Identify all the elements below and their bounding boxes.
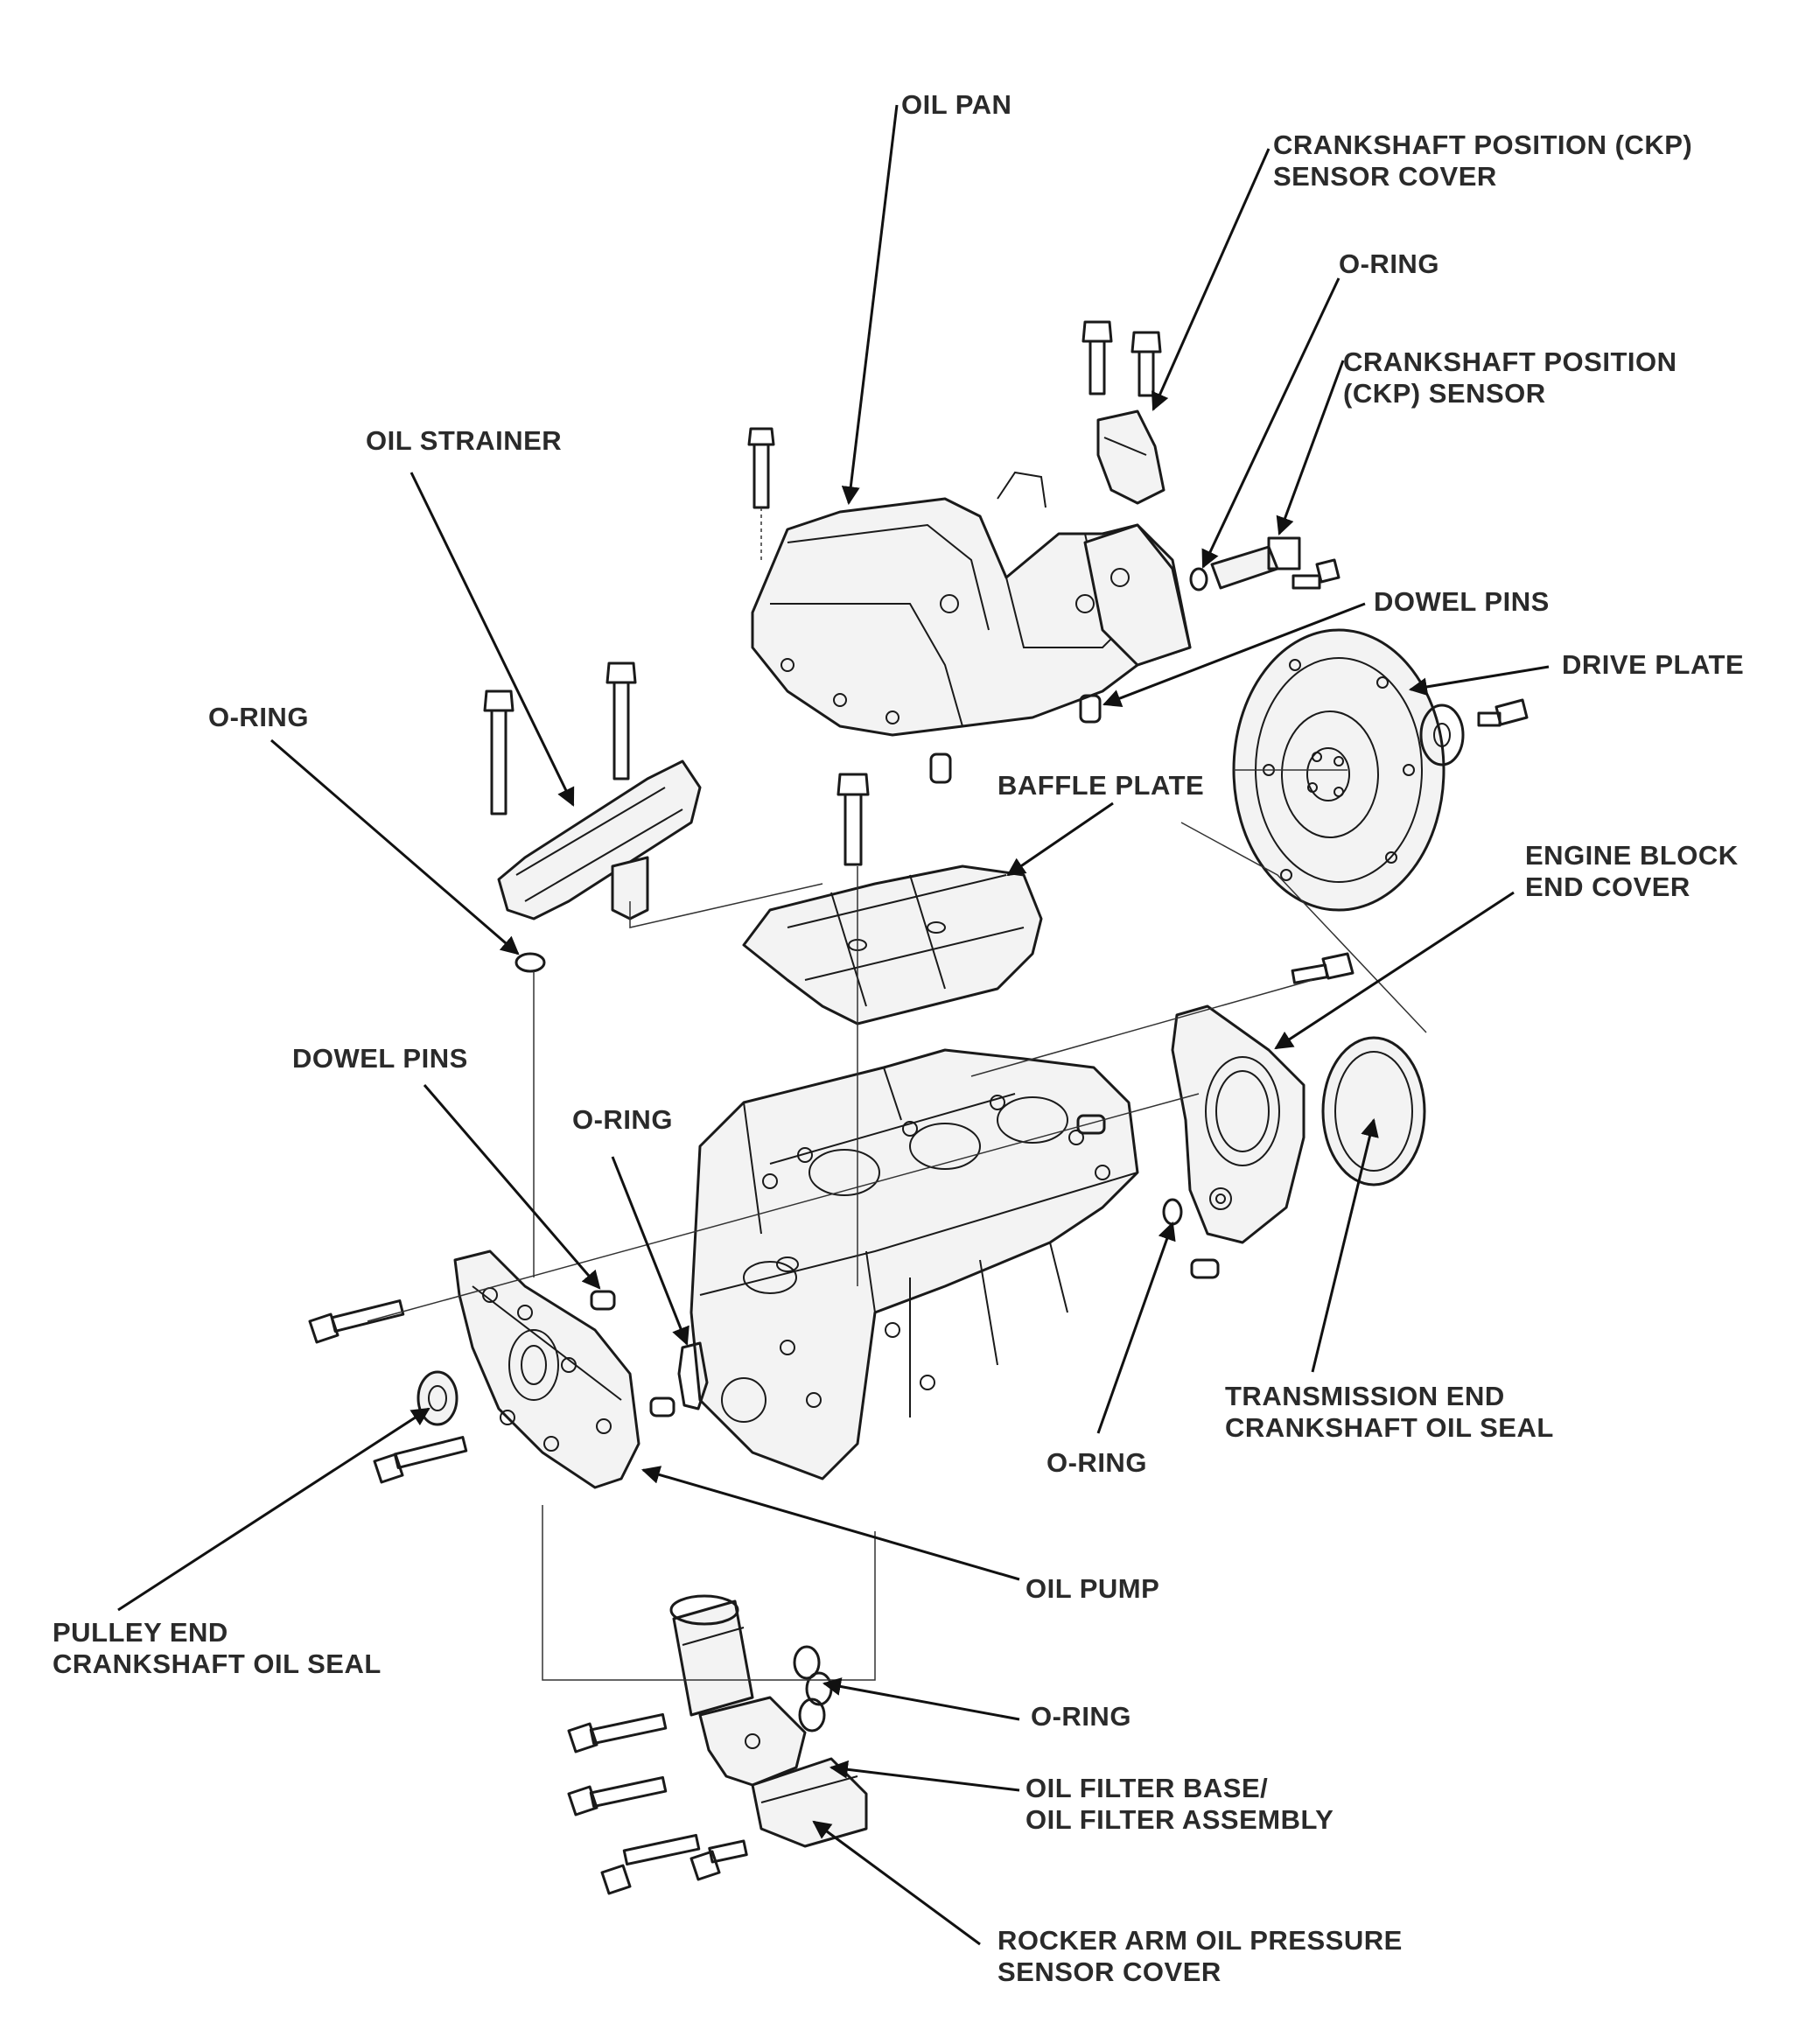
label-o-ring-bottom: O-RING — [1031, 1701, 1131, 1732]
oil-filter — [669, 1594, 754, 1717]
oil-filter-base — [698, 1696, 807, 1787]
rocker-arm-oil-pressure-sensor-cover — [751, 1757, 868, 1848]
label-o-ring-right: O-RING — [1046, 1447, 1147, 1478]
label-rocker-arm-cover-line2: SENSOR COVER — [998, 1956, 1222, 1987]
label-transmission-seal-line2: CRANKSHAFT OIL SEAL — [1225, 1412, 1554, 1443]
label-ckp-sensor-cover-line1: CRANKSHAFT POSITION (CKP) — [1273, 130, 1692, 160]
pulley-end-oil-seal — [416, 1370, 458, 1426]
label-ckp-sensor-cover-line2: SENSOR COVER — [1273, 161, 1497, 192]
ckp-bracket — [1083, 523, 1192, 667]
ckp-sensor — [1210, 536, 1340, 590]
o-ring-strainer — [514, 952, 546, 973]
dowel-pin-top — [1079, 694, 1102, 724]
label-pulley-seal-line1: PULLEY END — [52, 1617, 228, 1648]
label-o-ring-top: O-RING — [1339, 248, 1439, 279]
label-rocker-arm-cover-line1: ROCKER ARM OIL PRESSURE — [998, 1925, 1403, 1956]
oil-filter-bolts — [567, 1712, 748, 1895]
label-ckp-sensor-line2: (CKP) SENSOR — [1343, 378, 1546, 409]
label-oil-filter-base-line2: OIL FILTER ASSEMBLY — [1026, 1804, 1334, 1835]
transmission-end-oil-seal — [1321, 1036, 1426, 1186]
ckp-sensor-cover — [1082, 320, 1166, 505]
leader-lines — [117, 104, 1550, 1946]
dowel-pin-under-pan — [929, 752, 952, 784]
o-ring-end-cover — [1162, 1198, 1183, 1226]
oil-pump — [453, 1250, 640, 1489]
label-engine-block-end-cover-line2: END COVER — [1525, 872, 1690, 902]
label-oil-filter-base-line1: OIL FILTER BASE/ — [1026, 1773, 1268, 1803]
o-ring-oil-pump — [677, 1341, 709, 1410]
end-cover-bolt — [1291, 952, 1354, 984]
label-oil-strainer: OIL STRAINER — [366, 425, 562, 456]
drive-plate — [1232, 628, 1446, 912]
label-transmission-seal-line1: TRANSMISSION END — [1225, 1381, 1505, 1411]
o-ring-ckp — [1189, 567, 1208, 592]
baffle-plate — [742, 773, 1043, 1026]
dowel-pins-oil-pump — [590, 1290, 676, 1418]
engine-block — [690, 1048, 1139, 1480]
o-rings-filter — [793, 1645, 833, 1732]
label-engine-block-end-cover-line1: ENGINE BLOCK — [1525, 840, 1739, 871]
label-oil-pan: OIL PAN — [901, 89, 1012, 120]
label-ckp-sensor-line1: CRANKSHAFT POSITION — [1343, 346, 1677, 377]
label-o-ring-middle: O-RING — [572, 1104, 673, 1135]
label-drive-plate: DRIVE PLATE — [1562, 649, 1744, 680]
dowel-pin-end-cover — [1076, 1114, 1220, 1279]
label-o-ring-left: O-RING — [208, 702, 309, 732]
alignment-lines — [367, 822, 1427, 1681]
label-pulley-seal-line2: CRANKSHAFT OIL SEAL — [52, 1648, 382, 1679]
drive-plate-washer — [1419, 698, 1529, 766]
oil-pan-bolt — [747, 427, 775, 560]
oil-pump-bolts — [308, 1299, 468, 1484]
label-oil-pump: OIL PUMP — [1026, 1573, 1159, 1604]
label-dowel-pins-left: DOWEL PINS — [292, 1043, 468, 1074]
oil-strainer — [483, 662, 702, 920]
label-dowel-pins-top: DOWEL PINS — [1374, 586, 1550, 617]
engine-block-end-cover — [1171, 1004, 1306, 1244]
label-baffle-plate: BAFFLE PLATE — [998, 770, 1204, 801]
callout-labels: OIL PAN CRANKSHAFT POSITION (CKP) SENSOR… — [52, 89, 1744, 1987]
